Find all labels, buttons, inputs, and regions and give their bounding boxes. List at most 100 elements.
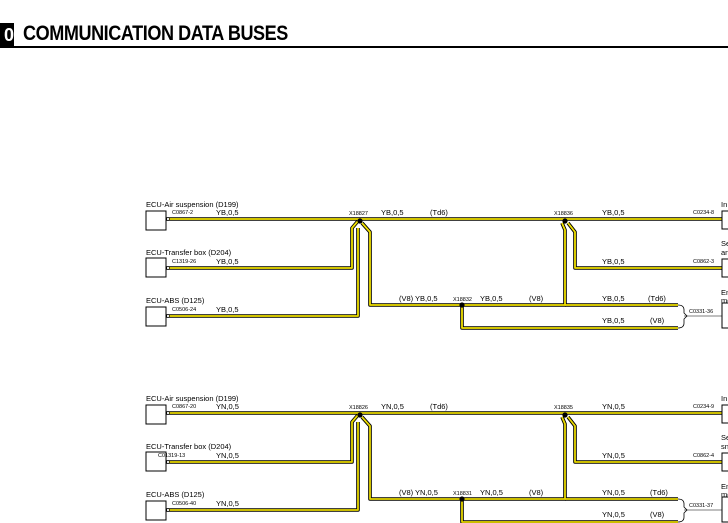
yn-splice-x18831 xyxy=(459,496,465,502)
yn-wires-outline xyxy=(166,411,722,523)
yn-right-variant-2: (Td6) xyxy=(650,488,668,497)
yn-right-wire-3: YN,0,5 xyxy=(602,510,625,519)
yb-ecu-abs-wire: YB,0,5 xyxy=(216,305,239,314)
yn-right-box-instrument xyxy=(721,404,728,424)
yn-right-wire-2: YN,0,5 xyxy=(602,488,625,497)
yn-ecu-abs-wire: YN,0,5 xyxy=(216,499,239,508)
yb-right-connector-2: C0331-36 xyxy=(689,309,713,315)
yn-wires-core xyxy=(166,412,722,523)
yn-right-connector-0: C0234-9 xyxy=(693,404,714,410)
yn-right-box-engine xyxy=(721,496,728,523)
yb-pin-icon xyxy=(166,266,170,270)
yn-v8-variant: (V8) xyxy=(399,488,414,497)
yn-splice1-wire: YN,0,5 xyxy=(381,402,404,411)
yb-pin-icon xyxy=(166,314,170,318)
yb-pin-icon xyxy=(166,217,170,221)
yn-pin-icon xyxy=(166,411,170,415)
yn-right-variant-3: (V8) xyxy=(650,510,665,519)
yn-ecu-abs-connector: C0506-40 xyxy=(172,501,196,507)
yb-right-label-1: Se xyxy=(721,239,728,248)
yb-right-wire-3: YB,0,5 xyxy=(602,316,625,325)
yb-splice1-variant: (Td6) xyxy=(430,208,448,217)
yb-splice-x18827 xyxy=(357,218,363,224)
yn-ecu-abs-label: ECU-ABS (D125) xyxy=(146,490,205,499)
yb-variant-bracket xyxy=(677,304,688,329)
yn-ecu-abs-box xyxy=(145,500,167,521)
yb-right-connector-1: C0862-3 xyxy=(693,259,714,265)
title-rule xyxy=(0,46,728,48)
yn-right-label-0: In xyxy=(721,394,727,403)
section-tab-letter: 0 xyxy=(3,25,14,45)
yb-right-box-engine xyxy=(721,302,728,329)
yb-splice2-wire: YB,0,5 xyxy=(602,208,625,217)
yb-right-label-0: In xyxy=(721,200,727,209)
page-title: COMMUNICATION DATA BUSES xyxy=(23,22,288,45)
yn-right-label2-1: sn xyxy=(721,442,728,451)
yn-right-label-2: En xyxy=(721,482,728,491)
yb-splice1-wire: YB,0,5 xyxy=(381,208,404,217)
yb-ecu-abs-connector: C0506-24 xyxy=(172,307,196,313)
yb-ecu-abs-label: ECU-ABS (D125) xyxy=(146,296,205,305)
yn-ecu-transfer-box-connector: C01319-13 xyxy=(158,453,185,459)
yn-splice3-variant: (V8) xyxy=(529,488,544,497)
yn-right-label-1: Se xyxy=(721,433,728,442)
yb-right-label2-2: me xyxy=(721,296,728,305)
yn-ecu-air-suspension-connector: C0867-20 xyxy=(172,404,196,410)
yn-ecu-transfer-box-label: ECU-Transfer box (D204) xyxy=(146,442,232,451)
yn-splice-x18826 xyxy=(357,412,363,418)
yb-ecu-transfer-box-wire: YB,0,5 xyxy=(216,257,239,266)
yn-splice1-variant: (Td6) xyxy=(430,402,448,411)
yb-splice-x18832 xyxy=(459,302,465,308)
yn-right-wire-1: YN,0,5 xyxy=(602,451,625,460)
yb-v8-variant: (V8) xyxy=(399,294,414,303)
yn-ecu-air-suspension-box xyxy=(145,404,167,425)
yb-wires-core xyxy=(166,218,722,329)
yb-splice3-wire: YB,0,5 xyxy=(480,294,503,303)
yb-right-connector-0: C0234-8 xyxy=(693,210,714,216)
yn-right-connector-1: C0862-4 xyxy=(693,453,714,459)
yn-splice2-label: X18835 xyxy=(554,405,573,411)
yb-ecu-air-suspension-wire: YB,0,5 xyxy=(216,208,239,217)
yb-right-box-instrument xyxy=(721,210,728,230)
yn-ecu-air-suspension-label: ECU-Air suspension (D199) xyxy=(146,394,239,403)
yb-ecu-transfer-box-connector: C1319-26 xyxy=(172,259,196,265)
yb-splice-x18836 xyxy=(562,218,568,224)
yn-pin-icon xyxy=(166,460,170,464)
yb-splice3-variant: (V8) xyxy=(529,294,544,303)
yb-right-label2-1: an xyxy=(721,248,728,257)
yb-right-wire-2: YB,0,5 xyxy=(602,294,625,303)
yn-right-box-sensor xyxy=(721,452,728,472)
yb-ecu-transfer-box-box xyxy=(145,257,167,278)
diagram-yn: ECU-Air suspension (D199) C0867-20 YN,0,… xyxy=(145,394,728,523)
yb-right-variant-2: (Td6) xyxy=(648,294,666,303)
diagram-yb: ECU-Air suspension (D199) C0867-2 YB,0,5… xyxy=(145,200,728,330)
yn-splice-x18835 xyxy=(562,412,568,418)
yb-right-wire-1: YB,0,5 xyxy=(602,257,625,266)
yb-ecu-air-suspension-box xyxy=(145,210,167,231)
yb-right-variant-3: (V8) xyxy=(650,316,665,325)
yb-splice3-label: X18832 xyxy=(453,297,472,303)
yn-splice3-label: X18831 xyxy=(453,491,472,497)
yb-ecu-transfer-box-label: ECU-Transfer box (D204) xyxy=(146,248,232,257)
yb-ecu-air-suspension-label: ECU-Air suspension (D199) xyxy=(146,200,239,209)
yn-right-connector-2: C0331-37 xyxy=(689,503,713,509)
section-tab: 0 xyxy=(0,23,14,48)
yb-ecu-abs-box xyxy=(145,306,167,327)
yb-right-box-sensor xyxy=(721,258,728,278)
yn-splice1-label: X18826 xyxy=(349,405,368,411)
yn-splice3-wire: YN,0,5 xyxy=(480,488,503,497)
yb-ecu-air-suspension-connector: C0867-2 xyxy=(172,210,193,216)
yn-v8-wire: YN,0,5 xyxy=(415,488,438,497)
yb-right-label-2: En xyxy=(721,288,728,297)
yb-splice2-label: X18836 xyxy=(554,211,573,217)
yn-ecu-air-suspension-wire: YN,0,5 xyxy=(216,402,239,411)
yn-splice2-wire: YN,0,5 xyxy=(602,402,625,411)
yn-right-label2-2: me xyxy=(721,490,728,499)
yn-pin-icon xyxy=(166,508,170,512)
yn-ecu-transfer-box-box xyxy=(145,451,167,472)
yb-wires-outline xyxy=(166,217,722,330)
yn-ecu-transfer-box-wire: YN,0,5 xyxy=(216,451,239,460)
yb-v8-wire: YB,0,5 xyxy=(415,294,438,303)
yb-splice1-label: X18827 xyxy=(349,211,368,217)
